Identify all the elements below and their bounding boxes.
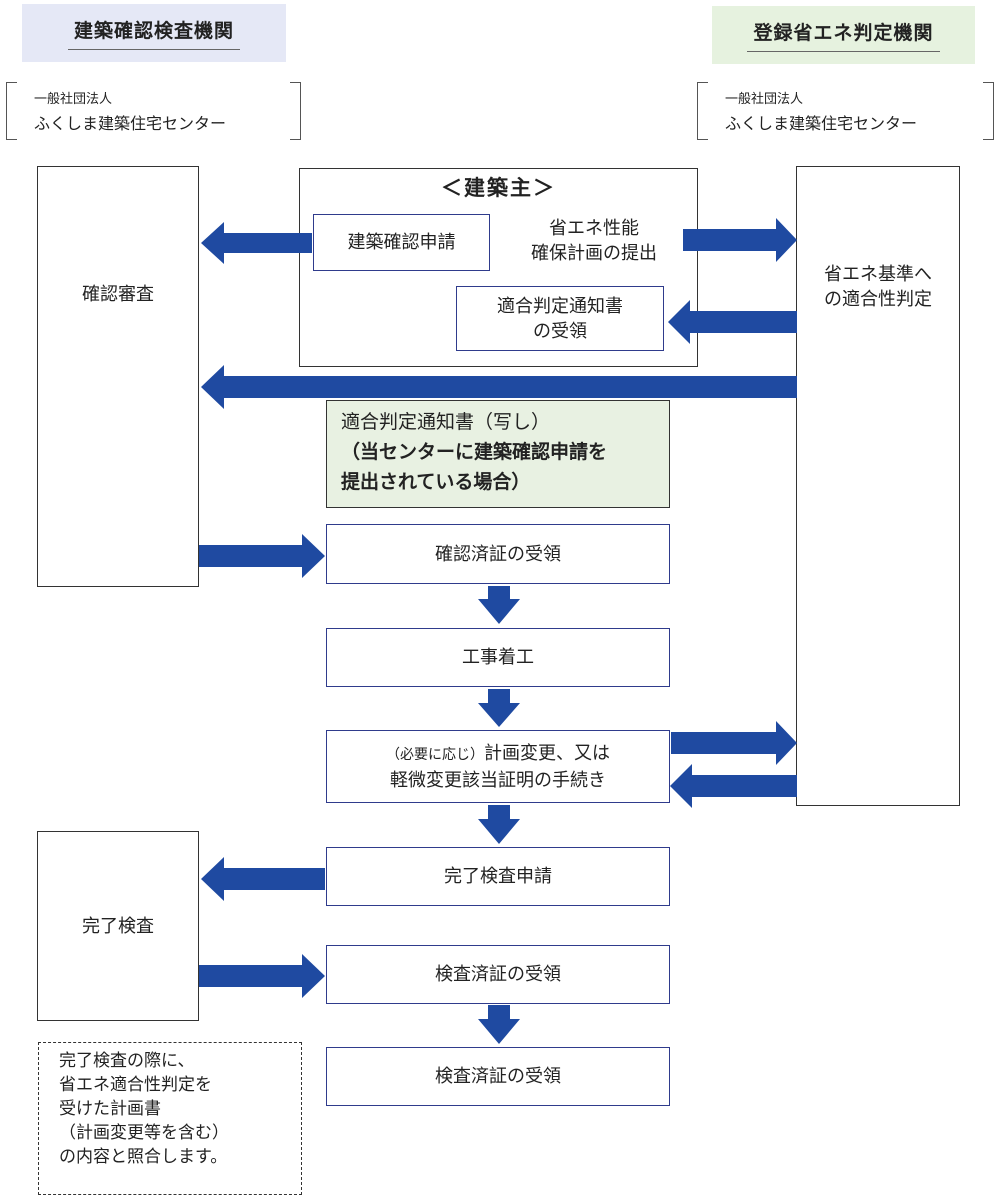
step-start-construction: 工事着工	[326, 628, 670, 687]
right-header: 登録省エネ判定機関	[712, 6, 975, 64]
receive-notice-box: 適合判定通知書 の受領	[456, 286, 664, 351]
submit-line1: 省エネ性能	[549, 218, 639, 239]
compliance-line1: 省エネ基準へ	[824, 264, 932, 285]
step-receive-inspection-cert-2: 検査済証の受領	[326, 1047, 670, 1106]
review-box: 確認審査	[37, 166, 199, 587]
step4-label: 完了検査申請	[444, 866, 552, 887]
receive-line1: 適合判定通知書	[497, 295, 623, 317]
left-org: 一般社団法人 ふくしま建築住宅センター	[6, 82, 301, 140]
dashed-l4: （計画変更等を含む）	[59, 1123, 229, 1143]
right-org: 一般社団法人 ふくしま建築住宅センター	[697, 82, 994, 140]
owner-box	[299, 168, 698, 367]
submit-line2: 確保計画の提出	[531, 243, 657, 264]
arrow-judgment-to-owner	[668, 300, 797, 344]
arrow-judgment-to-review	[201, 365, 797, 409]
step2-label: 工事着工	[462, 647, 534, 668]
arrow-judgment-to-change	[670, 764, 797, 808]
step3-line1: 計画変更、又は	[484, 742, 610, 764]
left-org-type: 一般社団法人	[34, 92, 113, 107]
review-label: 確認審査	[82, 284, 154, 305]
arrow-submit-to-judgment	[683, 218, 797, 262]
apply-box: 建築確認申請	[313, 214, 490, 271]
arrow-down-1	[478, 586, 520, 624]
arrow-down-4	[478, 1005, 520, 1044]
step3-line2: 軽微変更該当証明の手続き	[390, 769, 606, 791]
step3-small: （必要に応じ）	[386, 746, 484, 763]
arrow-down-2	[478, 689, 520, 727]
step1-label: 確認済証の受領	[435, 543, 561, 565]
submit-plan-text: 省エネ性能 確保計画の提出	[508, 216, 680, 266]
arrow-apply-to-review	[201, 222, 312, 264]
receive-line2: の受領	[533, 320, 587, 342]
notice-copy-note: 適合判定通知書（写し） （当センターに建築確認申請を 提出されている場合）	[326, 400, 670, 508]
right-header-title: 登録省エネ判定機関	[747, 18, 940, 52]
left-header: 建築確認検査機関	[22, 4, 286, 62]
dashed-l5: の内容と照合します。	[59, 1147, 228, 1167]
step-receive-inspection-cert: 検査済証の受領	[326, 945, 670, 1004]
inspection-dashed-note: 完了検査の際に、 省エネ適合性判定を 受けた計画書 （計画変更等を含む） の内容…	[38, 1042, 302, 1195]
compliance-line2: の適合性判定	[824, 289, 932, 310]
completion-label: 完了検査	[82, 915, 154, 937]
note-line3: 提出されている場合）	[341, 471, 531, 493]
step6-label: 検査済証の受領	[435, 1066, 561, 1087]
owner-title: ＜建築主＞	[441, 176, 556, 200]
completion-box: 完了検査	[37, 831, 199, 1021]
apply-label: 建築確認申請	[347, 232, 456, 253]
dashed-l3: 受けた計画書	[59, 1099, 161, 1119]
arrow-review-to-step1	[199, 534, 325, 578]
left-header-title: 建築確認検査機関	[67, 16, 240, 50]
step-plan-change: （必要に応じ）計画変更、又は 軽微変更該当証明の手続き	[326, 730, 670, 803]
dashed-l2: 省エネ適合性判定を	[59, 1075, 212, 1095]
arrow-completion-to-step5	[199, 954, 325, 998]
step-receive-certificate: 確認済証の受領	[326, 524, 670, 584]
note-line2: （当センターに建築確認申請を	[341, 441, 608, 463]
arrow-down-3	[478, 805, 520, 844]
compliance-judgment-box: 省エネ基準へ の適合性判定	[796, 166, 960, 806]
right-org-type: 一般社団法人	[725, 92, 804, 107]
left-org-name: ふくしま建築住宅センター	[34, 114, 227, 133]
note-line1: 適合判定通知書（写し）	[341, 411, 551, 433]
step5-label: 検査済証の受領	[435, 964, 561, 985]
right-org-name: ふくしま建築住宅センター	[725, 114, 918, 133]
arrow-change-to-judgment	[671, 721, 797, 765]
dashed-l1: 完了検査の際に、	[59, 1051, 195, 1071]
step-completion-application: 完了検査申請	[326, 847, 670, 906]
arrow-app-to-completion	[201, 857, 325, 901]
